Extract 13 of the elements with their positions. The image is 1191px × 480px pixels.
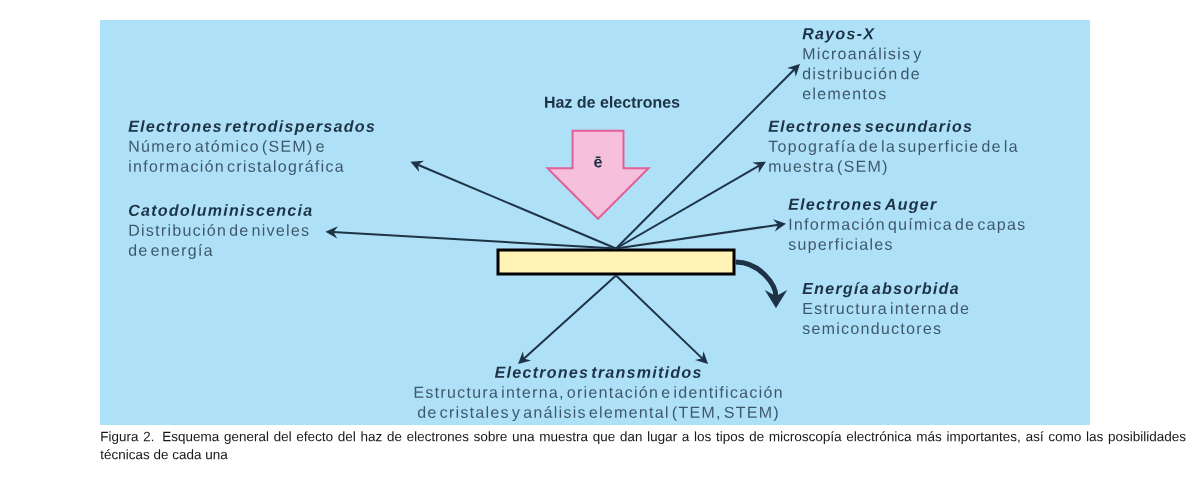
signal-label: Rayos-X Microanálisis y distribución de elementos (802, 28, 922, 100)
sample-block (496, 248, 736, 276)
signal-label: Electrones retrodispersados Número atómico (SEM) e información cristalográfica (128, 120, 375, 176)
arrow (615, 274, 708, 364)
beam-label: Haz de electrones (545, 96, 680, 108)
signal-label: Catodoluminiscencia Distribución de niveles de energía (128, 204, 312, 260)
figure-caption: Figura 2. Esquema general del efecto del haz de electrones sobre una muestra que dan lugar a los tipos de microscopía electrónica más importantes, así como las posibilidades técnicas de cada una (100, 431, 1186, 460)
signal-label: Electrones secundarios Topografía de la superficie de la muestra (SEM) (768, 120, 1018, 176)
signal-label: Electrones transmitidos Estructura interna, orientación e identificación de cristales y análisis elemental (TEM, STEM) (414, 366, 782, 422)
signal-label: Electrones Auger Información química de capas superficiales (788, 198, 1025, 254)
arrow (615, 161, 766, 250)
signal-label: Energía absorbida Estructura interna de semiconductores (802, 282, 969, 335)
arrow (518, 274, 617, 364)
